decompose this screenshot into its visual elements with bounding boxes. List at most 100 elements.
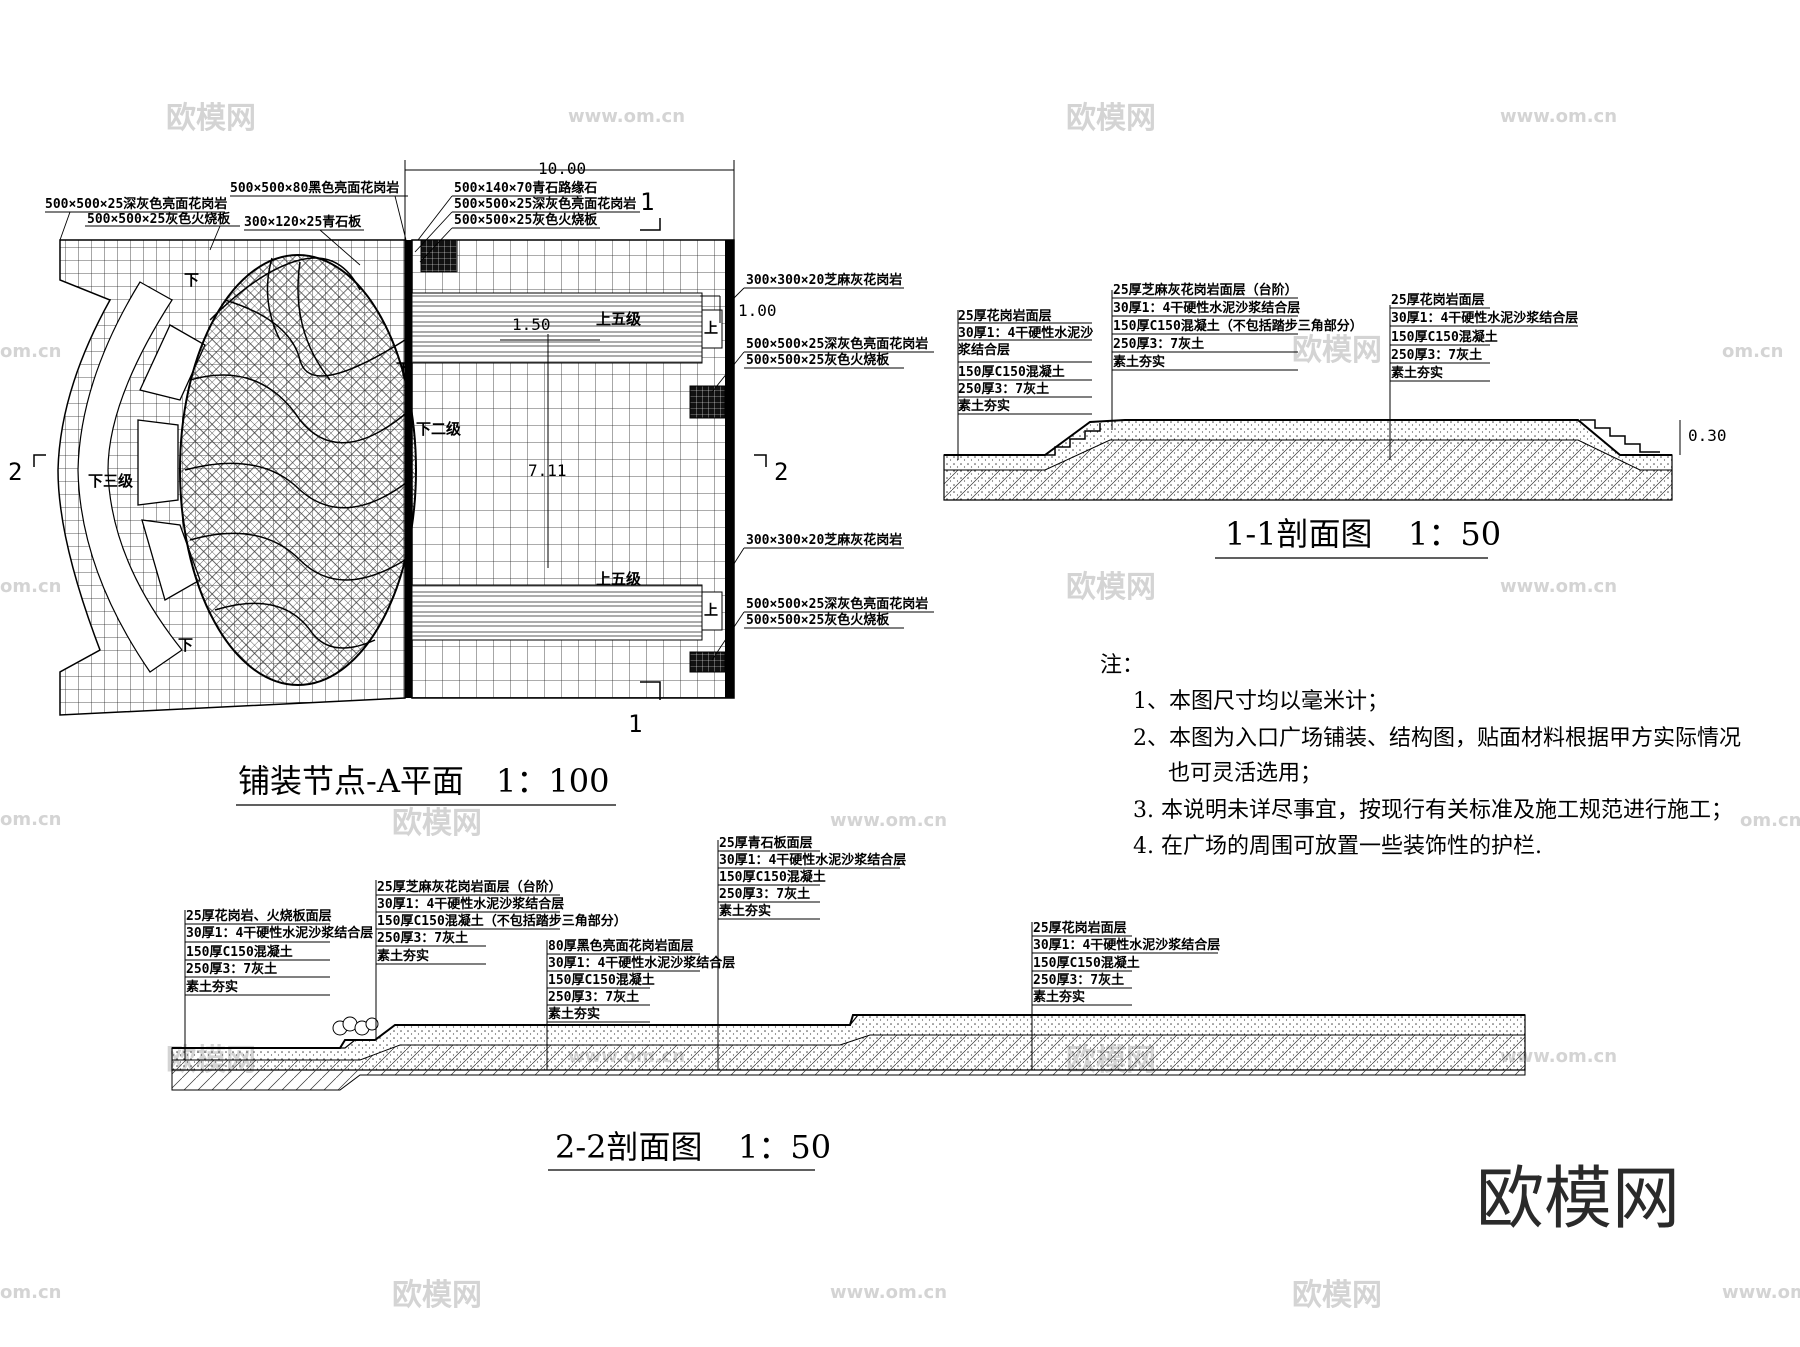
section-mark-1-top: 1: [640, 188, 654, 216]
top-steps-stripes: [412, 293, 702, 363]
plan-label: 500×500×25深灰色亮面花岗岩: [454, 196, 636, 212]
layer-label: 素土夯实: [1113, 354, 1165, 370]
watermark-brand: 欧模网: [392, 1278, 482, 1313]
plan-leaders: [45, 195, 934, 661]
dim-150: 1.50: [512, 315, 551, 334]
step-down2: 下二级: [416, 420, 462, 438]
note-2a: 2、本图为入口广场铺装、结构图，贴面材料根据甲方实际情况: [1133, 726, 1741, 751]
layer-label: 250厚3：7灰土: [1113, 336, 1204, 352]
section-mark-2-left: 2: [8, 458, 22, 486]
step-down-a: 下: [184, 271, 199, 289]
note-1: 1、本图尺寸均以毫米计；: [1133, 689, 1389, 714]
paving-plan: 1 1 2 2 10.00 1.50 1.00 7.11 上五级 上五级 下二级…: [8, 159, 934, 806]
arc-steps: [137, 324, 206, 601]
section-2-2-scale: 1：50: [738, 1128, 831, 1166]
watermark-url: om.cn: [1722, 341, 1783, 362]
layer-label: 250厚3：7灰土: [719, 886, 810, 902]
layer-rules: [718, 850, 900, 920]
note-2b: 也可灵活选用；: [1168, 761, 1322, 786]
note-4: 4. 在广场的周围可放置一些装饰性的护栏.: [1133, 834, 1542, 859]
watermark-url: www.om.cn: [1500, 106, 1617, 127]
section-2-2-b-labels: 25厚芝麻灰花岗岩面层（台阶） 30厚1：4干硬性水泥沙浆结合层 150厚C15…: [377, 879, 627, 964]
plan-label: 500×500×25灰色火烧板: [746, 352, 890, 368]
section-1-1-title: 1-1剖面图: [1225, 515, 1373, 553]
layer-label: 250厚3：7灰土: [1033, 972, 1124, 988]
section-1-1: 0.30 25厚花岗岩面层 30厚1：4干硬性水泥沙 浆结合层 150厚C150…: [943, 282, 1727, 559]
dim-100: 1.00: [738, 301, 777, 320]
dim-711: 7.11: [528, 461, 567, 480]
step-down-b: 下: [178, 636, 193, 654]
watermark-url: om.cn: [1740, 810, 1800, 831]
shrub-icon: [332, 1016, 379, 1036]
layer-label: 250厚3：7灰土: [186, 961, 277, 977]
layer-label: 25厚花岗岩、火烧板面层: [186, 908, 332, 924]
layer-label: 250厚3：7灰土: [548, 989, 639, 1005]
plan-label: 300×300×20芝麻灰花岗岩: [746, 532, 902, 548]
plan-label: 500×500×25灰色火烧板: [746, 612, 890, 628]
section-2-2-d-labels: 25厚青石板面层 30厚1：4干硬性水泥沙浆结合层 150厚C150混凝土 25…: [719, 835, 906, 919]
step-up5-bottom: 上五级: [596, 570, 642, 588]
watermark-url: om.cn: [0, 809, 61, 830]
plan-label: 500×500×25深灰色亮面花岗岩: [45, 196, 227, 212]
section-2-2-title: 2-2剖面图: [555, 1128, 703, 1166]
layer-rules: [185, 923, 330, 996]
section-mark-1-bottom: 1: [628, 710, 642, 738]
section-1-1-soil: [943, 439, 1673, 501]
layer-label: 150厚C150混凝土: [1033, 955, 1140, 971]
section-cut-lines: [33, 218, 767, 700]
layer-label: 150厚C150混凝土: [958, 364, 1065, 380]
up-arrow-box: [701, 309, 723, 349]
bottom-steps-stripes: [412, 585, 702, 640]
black-granite-tile: [420, 239, 458, 273]
layer-label: 80厚黑色亮面花岗岩面层: [548, 938, 694, 954]
watermark-brand: 欧模网: [1066, 570, 1156, 605]
plan-label: 300×120×25青石板: [244, 214, 362, 230]
plan-label: 500×500×25灰色火烧板: [87, 211, 231, 227]
plan-scale: 1：100: [496, 762, 609, 800]
layer-label: 30厚1：4干硬性水泥沙浆结合层: [1113, 300, 1300, 316]
layer-label: 30厚1：4干硬性水泥沙浆结合层: [548, 955, 735, 971]
section-1-1-scale: 1：50: [1408, 515, 1501, 553]
layer-label: 30厚1：4干硬性水泥沙浆结合层: [1033, 937, 1220, 953]
layer-label: 素土夯实: [548, 1006, 600, 1022]
layer-label: 30厚1：4干硬性水泥沙浆结合层: [377, 896, 564, 912]
layer-label: 150厚C150混凝土: [1391, 329, 1498, 345]
layer-label: 素土夯实: [186, 979, 238, 995]
layer-rules: [1032, 935, 1218, 1006]
watermark-url: www.om.cn: [568, 106, 685, 127]
section-1-1-mid-labels: 25厚芝麻灰花岗岩面层（台阶） 30厚1：4干硬性水泥沙浆结合层 150厚C15…: [1113, 282, 1363, 370]
oval-swirls: [184, 257, 411, 649]
section-2-2-soil: [171, 1034, 1526, 1091]
step-up5-top: 上五级: [596, 310, 642, 328]
layer-label: 30厚1：4干硬性水泥沙浆结合层: [186, 925, 373, 941]
layer-label: 250厚3：7灰土: [377, 930, 468, 946]
section-2-2: 25厚花岗岩、火烧板面层 30厚1：4干硬性水泥沙浆结合层 150厚C150混凝…: [171, 835, 1526, 1171]
section-mark-2-right: 2: [774, 458, 788, 486]
black-granite-tile: [689, 385, 726, 419]
step-up-a: 上: [704, 321, 718, 337]
layer-rules: [958, 322, 1092, 415]
plan-dimensions: [404, 160, 735, 568]
section-1-1-steps-left: [1040, 423, 1101, 456]
step-down-c: 下: [396, 360, 411, 378]
plan-label: 300×300×20芝麻灰花岗岩: [746, 272, 902, 288]
watermark-url: www.om.cn: [830, 810, 947, 831]
section-2-2-e-labels: 25厚花岗岩面层 30厚1：4干硬性水泥沙浆结合层 150厚C150混凝土 25…: [1033, 920, 1220, 1005]
watermark-url: www.om.cn: [1500, 1046, 1617, 1067]
plan-title: 铺装节点-A平面: [238, 762, 464, 800]
layer-label: 25厚芝麻灰花岗岩面层（台阶）: [1113, 282, 1298, 298]
plan-label: 500×500×25灰色火烧板: [454, 212, 598, 228]
layer-label: 30厚1：4干硬性水泥沙浆结合层: [719, 852, 906, 868]
watermark-url: om.cn: [0, 1282, 61, 1303]
section-1-1-right-labels: 25厚花岗岩面层 30厚1：4干硬性水泥沙浆结合层 150厚C150混凝土 25…: [1391, 292, 1578, 381]
layer-label: 150厚C150混凝土（不包括踏步三角部分）: [377, 913, 627, 929]
layer-label: 30厚1：4干硬性水泥沙浆结合层: [1391, 310, 1578, 326]
watermark-url: www.om.cn: [1722, 1282, 1800, 1303]
section-2-2-c-labels: 80厚黑色亮面花岗岩面层 30厚1：4干硬性水泥沙浆结合层 150厚C150混凝…: [548, 938, 735, 1022]
layer-label: 150厚C150混凝土: [548, 972, 655, 988]
layer-rules: [547, 953, 700, 1023]
black-granite-tile: [689, 651, 726, 673]
arc-step-band: [77, 281, 183, 673]
watermark-brand: 欧模网: [1292, 333, 1382, 368]
